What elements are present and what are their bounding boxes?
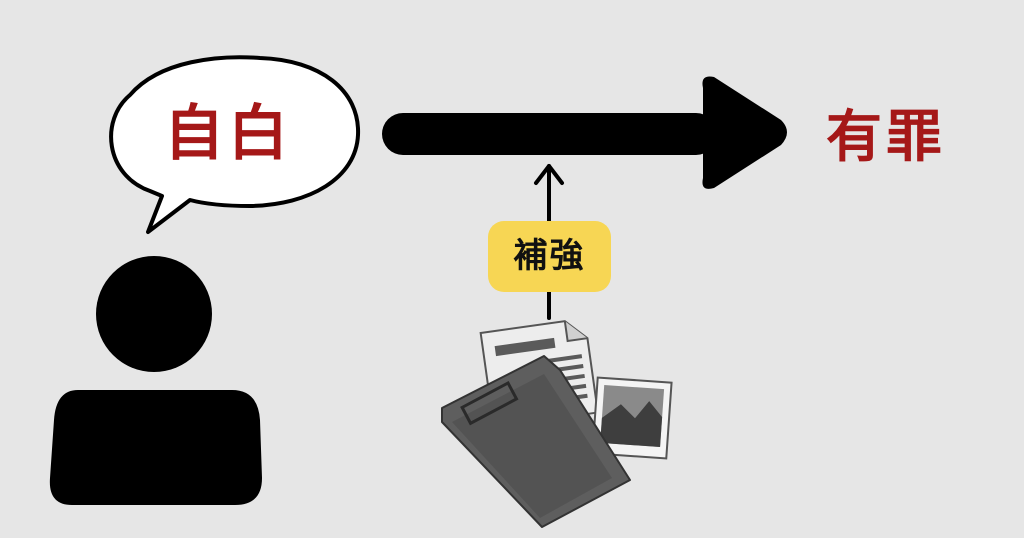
reinforcement-badge: 補強: [488, 221, 611, 292]
right-arrow-icon: [382, 76, 787, 189]
guilty-label: 有罪: [826, 105, 946, 170]
evidence-documents-icon: [441, 320, 673, 528]
person-head: [96, 256, 212, 372]
speech-bubble: [109, 55, 361, 234]
person-silhouette-icon: [49, 256, 262, 505]
arrow-head: [702, 76, 787, 189]
speech-bubble-shape: [109, 55, 361, 234]
photo-icon: [591, 376, 673, 460]
reinforcement-label: 補強: [513, 236, 586, 276]
folder-icon: [441, 355, 631, 528]
person-body: [49, 390, 262, 505]
confession-label: 自白: [164, 99, 292, 169]
up-arrow-icon: [534, 164, 564, 320]
arrow-shaft: [382, 113, 717, 155]
